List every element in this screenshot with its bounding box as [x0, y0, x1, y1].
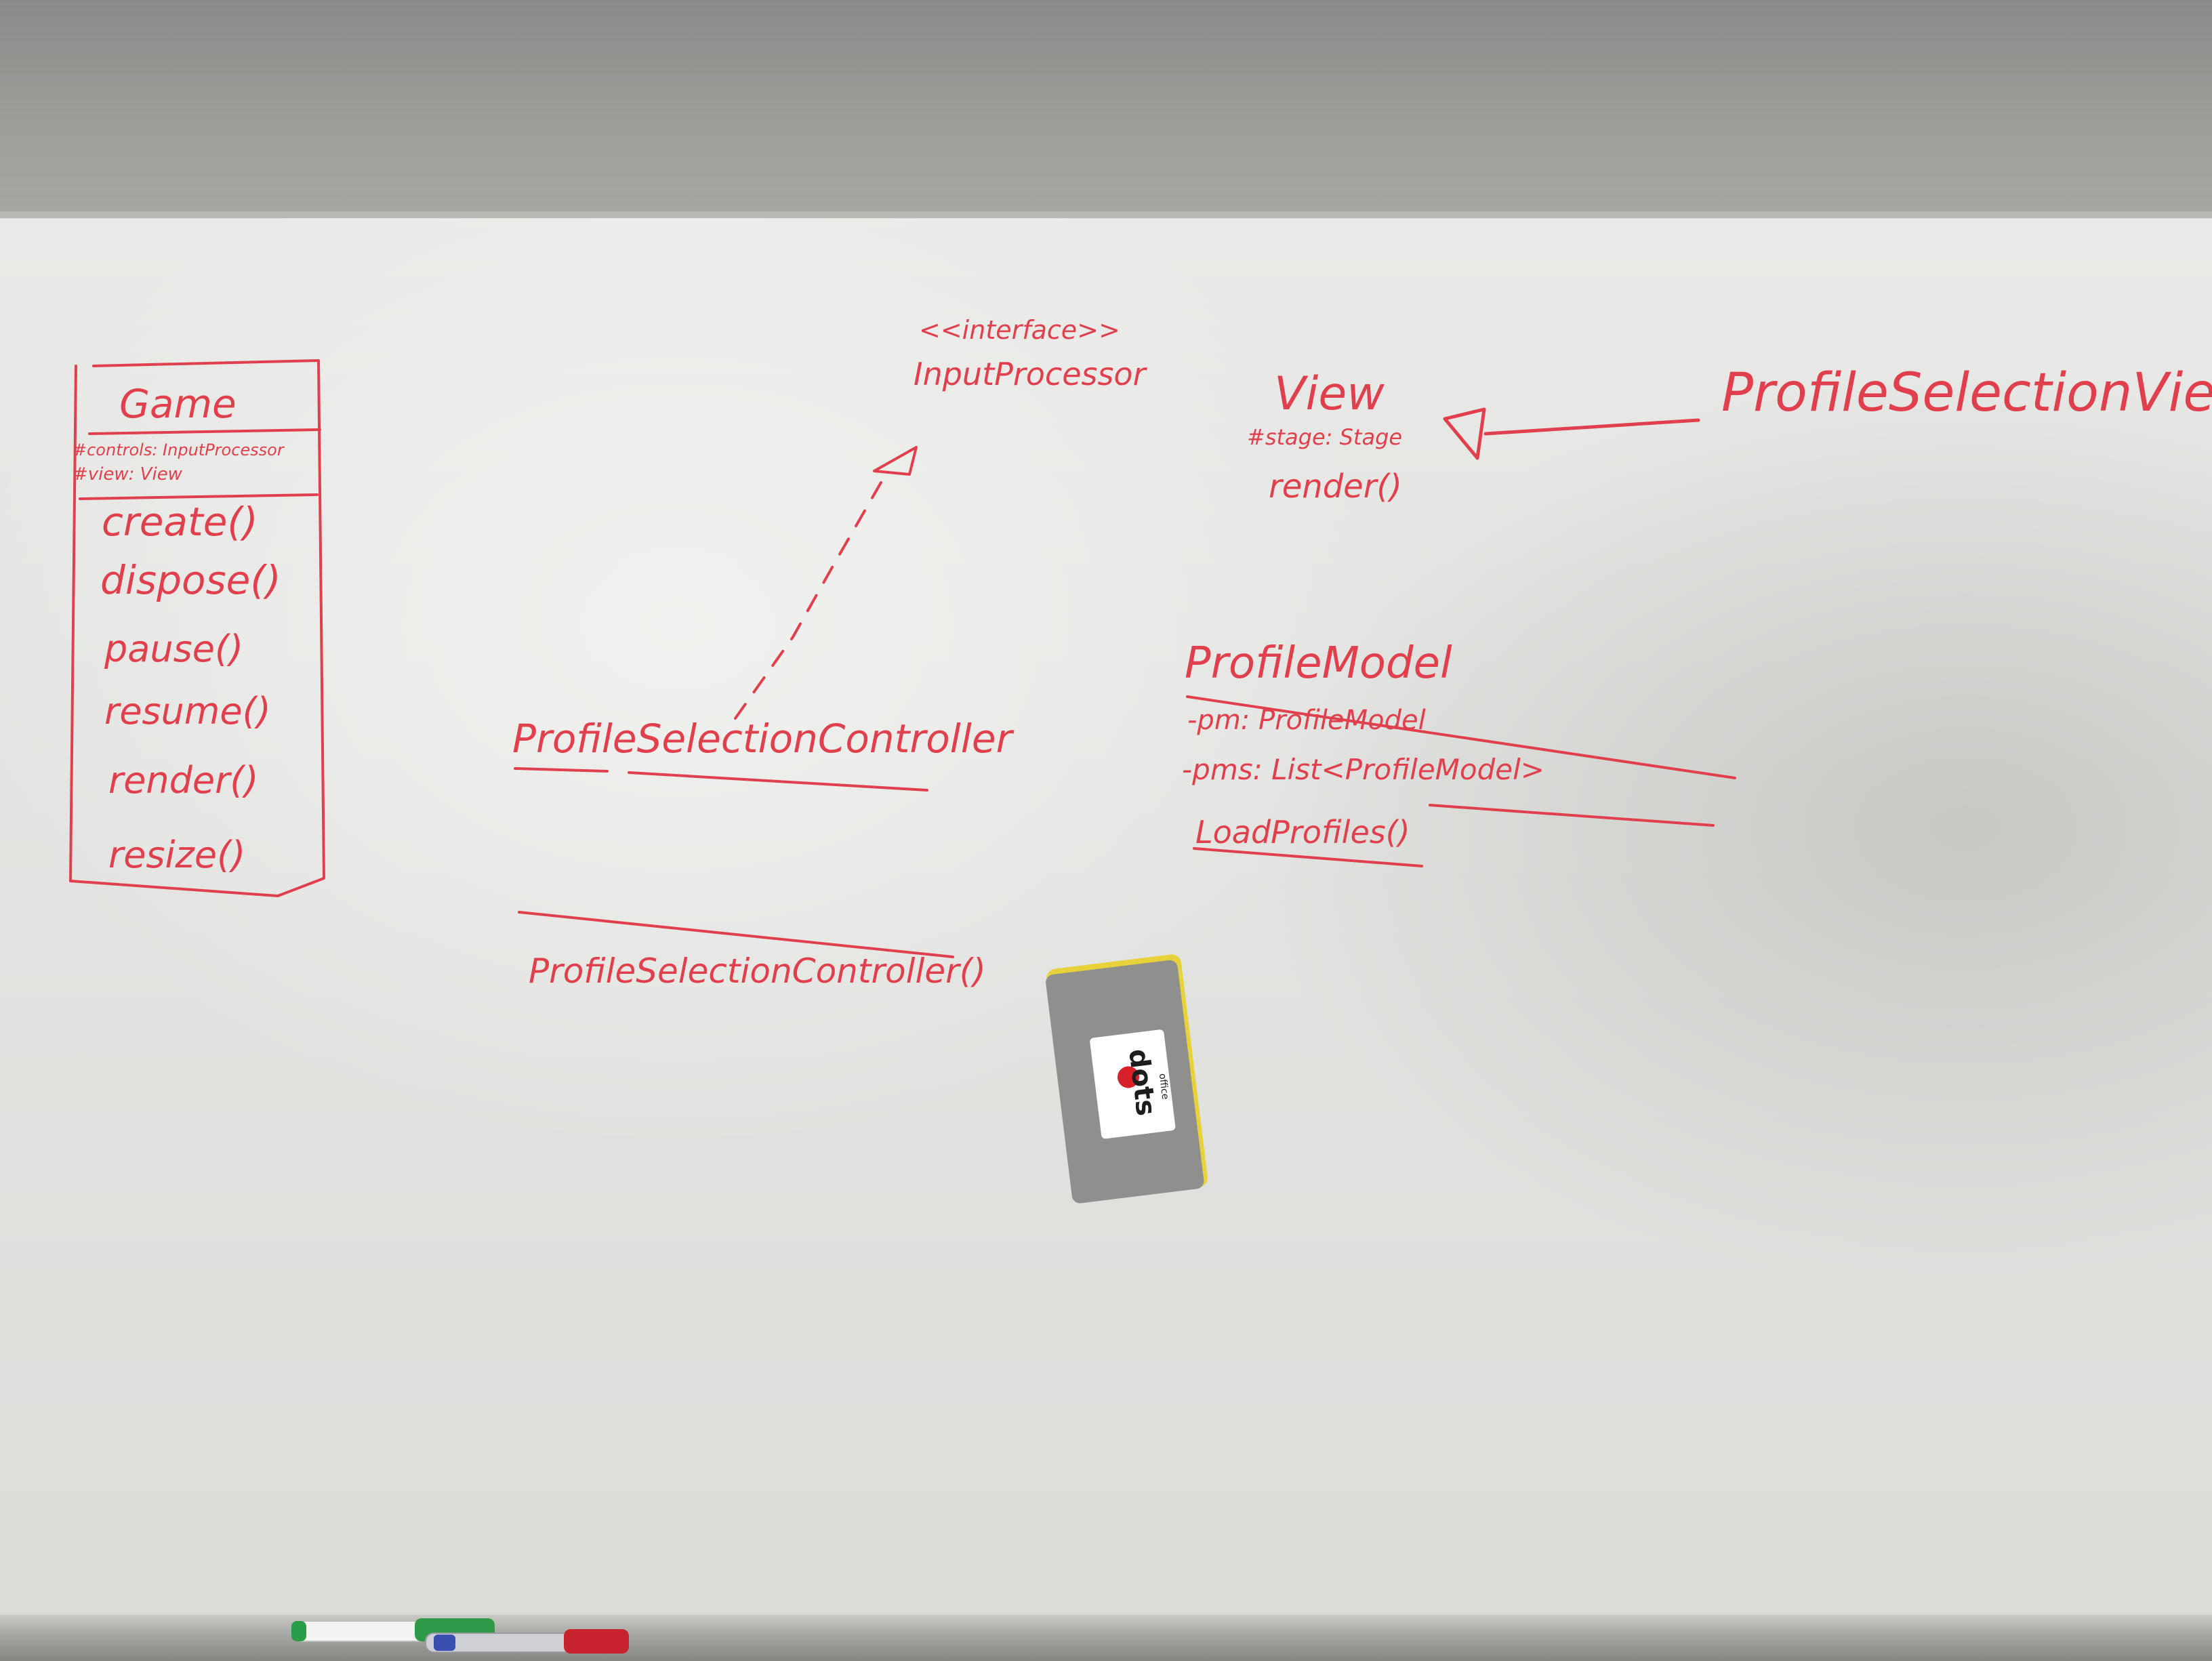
class-game-attr-divider	[79, 493, 319, 500]
marker-blue-band	[434, 1635, 455, 1651]
class-profile-model-attribute: -pms: List<ProfileModel>	[1182, 753, 1544, 786]
realization-arrowhead	[873, 446, 918, 476]
class-game-method: resize()	[108, 834, 245, 876]
class-profile-model-attribute: -pm: ProfileModel	[1187, 705, 1426, 736]
class-profile-model-title: ProfileModel	[1185, 638, 1452, 689]
class-profile-selection-controller: ProfileSelectionController ProfileSelect…	[512, 716, 1015, 991]
marker-green-body	[292, 1620, 429, 1642]
class-game-attribute: #controls: InputProcessor	[73, 440, 285, 459]
class-controller-title: ProfileSelectionController	[512, 716, 1015, 762]
class-view: View #stage: Stage render()	[1247, 367, 1402, 506]
class-game-title-divider	[88, 428, 321, 435]
realization-arrow	[734, 446, 918, 720]
class-game-method: resume()	[104, 690, 271, 733]
class-view-title: View	[1274, 367, 1385, 421]
class-controller-method: ProfileSelectionController()	[529, 951, 986, 991]
class-game-border	[69, 359, 325, 897]
class-controller-divider	[518, 911, 954, 958]
class-profile-model-divider	[1429, 804, 1715, 827]
interface-stereotype: <<interface>>	[919, 315, 1120, 345]
class-view-attribute: #stage: Stage	[1247, 424, 1402, 450]
class-profile-model-method-underline	[1193, 847, 1423, 867]
marker-green-tip	[291, 1621, 306, 1641]
inheritance-line	[1483, 418, 1700, 436]
class-view-method: render()	[1269, 468, 1402, 506]
eraser-sub-label: office	[1157, 1073, 1171, 1100]
class-profile-model-method: LoadProfiles()	[1195, 814, 1410, 850]
interface-name: InputProcessor	[914, 356, 1148, 392]
class-profile-selection-view-title: ProfileSelectionView	[1721, 363, 2212, 424]
realization-dashed-line	[734, 481, 882, 720]
whiteboard-eraser: dots office	[1046, 954, 1208, 1204]
marker-blue-red	[425, 1629, 629, 1654]
class-game-method: create()	[102, 499, 258, 545]
class-game-method: dispose()	[100, 557, 281, 603]
interface-input-processor: <<interface>> InputProcessor	[914, 315, 1148, 392]
class-profile-model: ProfileModel -pm: ProfileModel -pms: Lis…	[1182, 638, 1736, 867]
marker-red-cap	[564, 1629, 629, 1654]
class-controller-underline	[628, 771, 928, 792]
class-game: Game #controls: InputProcessor #view: Vi…	[69, 359, 325, 897]
class-controller-underline	[514, 767, 609, 773]
inheritance-arrowhead	[1443, 407, 1486, 460]
class-game-method: render()	[108, 759, 258, 802]
wall	[0, 0, 2212, 224]
whiteboard	[0, 211, 2212, 1659]
class-profile-model-divider	[1186, 695, 1736, 779]
class-game-method: pause()	[104, 628, 243, 670]
class-game-attribute: #view: View	[73, 464, 183, 485]
inheritance-arrow	[1443, 407, 1700, 460]
eraser-logo-dot	[1117, 1066, 1139, 1088]
class-game-title: Game	[119, 381, 237, 427]
